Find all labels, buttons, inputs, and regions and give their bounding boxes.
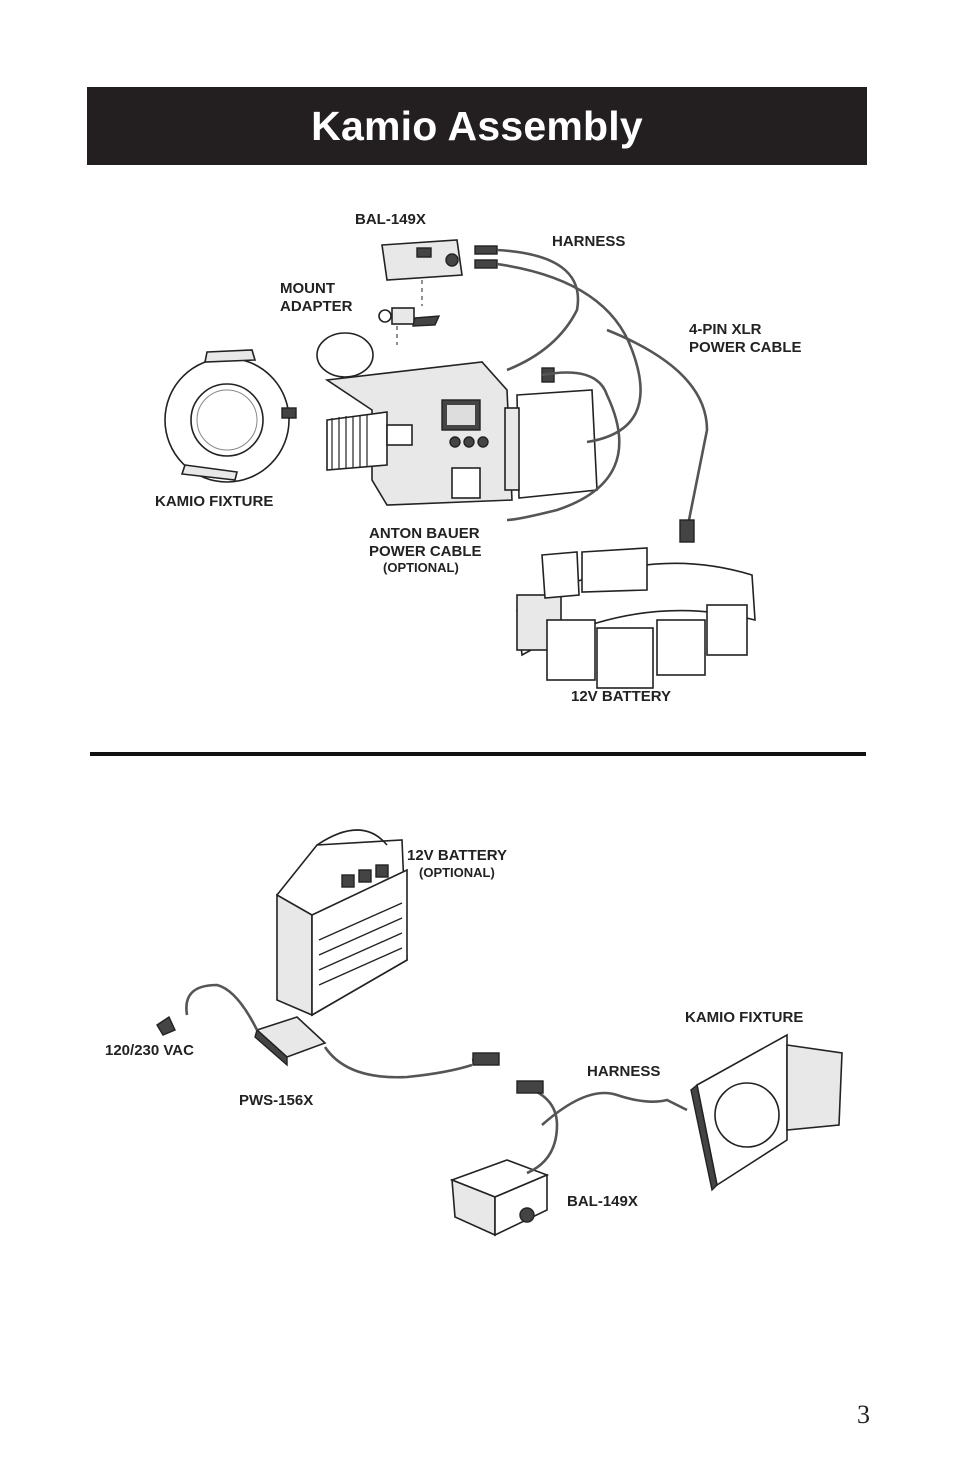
pws-156x-illustration [156,983,327,1067]
label-xlr-line2: POWER CABLE [689,339,802,356]
label-bottom-bal-149x: BAL-149X [567,1193,638,1210]
section-divider [90,752,866,756]
bottom-bal-149x-illustration [449,1159,550,1237]
top-cables [496,248,709,543]
bal-149x-illustration [381,239,498,281]
label-kamio-fixture: KAMIO FIXTURE [155,493,273,510]
mount-adapter-illustration [378,280,441,345]
label-anton-bauer-optional: (OPTIONAL) [383,560,459,575]
bottom-diagram-svg: 12V BATTERY (OPTIONAL) KAMIO FIXTURE 120… [105,829,843,1237]
label-120-230-vac: 120/230 VAC [105,1042,194,1059]
label-harness: HARNESS [552,233,625,250]
kamio-fixture-ring-illustration [164,349,297,483]
bottom-kamio-fixture-illustration [690,1033,843,1192]
page-number: 3 [857,1400,870,1429]
title-bar: Kamio Assembly [87,87,867,165]
page-title: Kamio Assembly [311,102,643,149]
battery-box-illustration [276,829,408,1017]
label-battery-box: 12V BATTERY [407,847,507,864]
top-assembly-diagram: BAL-149X HARNESS MOUNT ADAPTER 4-PIN XLR… [87,180,867,730]
bottom-assembly-diagram: 12V BATTERY (OPTIONAL) KAMIO FIXTURE 120… [87,785,867,1330]
label-battery-optional: (OPTIONAL) [419,865,495,880]
label-xlr-line1: 4-PIN XLR [689,321,762,338]
label-bal-149x: BAL-149X [355,211,426,228]
label-mount-adapter-line2: ADAPTER [280,298,353,315]
label-pws-156x: PWS-156X [239,1092,313,1109]
label-mount-adapter-line1: MOUNT [280,280,335,297]
label-bottom-kamio-fixture: KAMIO FIXTURE [685,1009,803,1026]
label-anton-bauer-line2: POWER CABLE [369,543,482,560]
label-12v-battery: 12V BATTERY [571,688,671,705]
belt-battery-illustration [516,547,756,689]
bottom-cables [323,1046,688,1175]
label-anton-bauer-line1: ANTON BAUER [369,525,480,542]
camera-illustration [316,332,598,506]
label-bottom-harness: HARNESS [587,1063,660,1080]
top-diagram-svg: BAL-149X HARNESS MOUNT ADAPTER 4-PIN XLR… [155,211,802,705]
